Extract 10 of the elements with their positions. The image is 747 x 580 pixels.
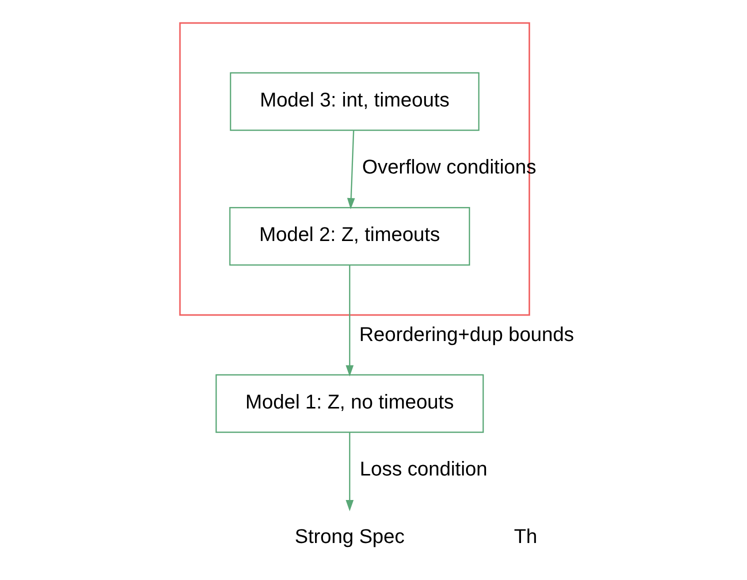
arrow — [345, 265, 354, 377]
node-box: Model 2: Z, timeouts — [228, 207, 470, 266]
edge-label: Loss condition — [359, 458, 487, 481]
arrow — [346, 130, 354, 210]
arrow — [345, 432, 354, 512]
edge-label: Reordering+dup bounds — [358, 324, 574, 346]
label: Th — [513, 526, 537, 548]
node-text: Strong Spec — [294, 526, 404, 548]
node-box: Model 3: int, timeouts — [229, 72, 479, 131]
node-box: Model 1: Z, no timeouts — [215, 374, 484, 433]
